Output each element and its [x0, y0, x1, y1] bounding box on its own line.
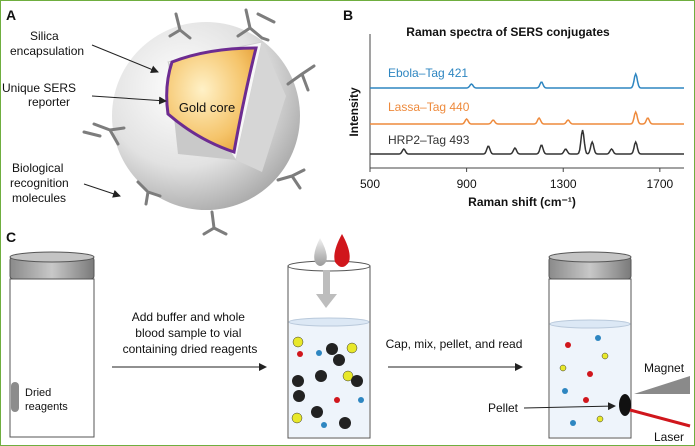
- particle-yellow: [346, 342, 358, 354]
- magnet-icon: [634, 376, 690, 394]
- spectrum-line: [370, 110, 684, 125]
- particle-red: [334, 397, 340, 403]
- particle-blue: [316, 350, 322, 356]
- spectra-lines: [370, 71, 684, 155]
- vial-body: [9, 278, 95, 438]
- vial-rim: [287, 260, 371, 272]
- series-label: Ebola–Tag 421: [388, 66, 468, 80]
- step2-text: Cap, mix, pellet, and read: [386, 337, 523, 351]
- pellet-arrow: [523, 402, 616, 411]
- pellet: [619, 394, 631, 416]
- vial-empty: Dried reagents: [9, 251, 95, 438]
- particles: [559, 335, 609, 426]
- x-axis-label: Raman shift (cm⁻¹): [468, 195, 576, 209]
- gold-core-label: Gold core: [179, 100, 235, 115]
- particle-blue: [570, 420, 576, 426]
- antibody: [276, 168, 306, 190]
- particle-red: [587, 371, 593, 377]
- x-ticks: 500 900 1300 1700: [360, 168, 674, 191]
- x-tick-label: 500: [360, 177, 380, 191]
- vial-cap-top: [548, 251, 632, 263]
- spectrum-line: [370, 129, 684, 155]
- antibody: [92, 122, 126, 146]
- particle-blue: [562, 388, 568, 394]
- particle-blue: [321, 422, 327, 428]
- antibody: [236, 8, 270, 42]
- particle-blue: [595, 335, 601, 341]
- cutaway-side: [236, 42, 286, 172]
- bio-arrow: [83, 183, 121, 198]
- particle-red: [583, 397, 589, 403]
- reporter-label: Unique SERS reporter: [2, 81, 79, 109]
- liquid-surface: [549, 319, 631, 329]
- panel-c: C Dried reagents Add buffer and whole bl…: [6, 229, 691, 444]
- dried-reagent-spot: [11, 382, 19, 412]
- series-label: HRP2–Tag 493: [388, 133, 470, 147]
- particle-black: [333, 354, 345, 366]
- antibody: [256, 12, 276, 24]
- particle-yellow: [292, 336, 304, 348]
- particle-blue: [358, 397, 364, 403]
- dried-reagents-label: Dried reagents: [25, 387, 68, 413]
- blood-drop-icon: [334, 234, 350, 267]
- chart-title: Raman spectra of SERS conjugates: [406, 25, 610, 39]
- y-axis-label: Intensity: [347, 87, 361, 137]
- x-tick-label: 1300: [550, 177, 577, 191]
- particle-yellow: [596, 415, 604, 423]
- antibody: [202, 210, 228, 236]
- silica-arrow: [91, 44, 159, 74]
- magnet-label: Magnet: [644, 361, 685, 375]
- laser-beam: [629, 408, 691, 428]
- buffer-drop-icon: [314, 238, 327, 266]
- vial-capped: [548, 251, 632, 439]
- pour-arrow-head: [316, 294, 337, 308]
- antibody: [286, 64, 316, 92]
- panel-c-letter: C: [6, 229, 16, 245]
- particle-yellow: [601, 352, 609, 360]
- gold-core: [165, 46, 258, 154]
- panel-b-letter: B: [343, 7, 353, 23]
- vial-with-sample: [287, 234, 371, 439]
- antibody: [168, 12, 192, 40]
- particles: [291, 336, 364, 429]
- liquid-surface: [288, 317, 370, 327]
- spectrum-line: [370, 71, 684, 89]
- vial-liquid: [550, 324, 630, 437]
- pour-arrow-shaft: [323, 270, 330, 296]
- pellet-label: Pellet: [488, 401, 519, 415]
- particle-black: [315, 370, 327, 382]
- particle-red: [565, 342, 571, 348]
- particle-black: [293, 390, 305, 402]
- series-label: Lassa–Tag 440: [388, 100, 470, 114]
- step1-text: Add buffer and whole blood sample to via…: [123, 310, 258, 356]
- antibody: [82, 130, 102, 138]
- x-tick-label: 900: [457, 177, 477, 191]
- panel-b: B Raman spectra of SERS conjugates Inten…: [343, 7, 684, 209]
- vial-cap-top: [9, 251, 95, 263]
- particle-black: [292, 375, 304, 387]
- panel-a: A Gold core Silica encapsulation: [2, 7, 316, 236]
- particle-yellow: [559, 364, 567, 372]
- x-tick-label: 1700: [646, 177, 673, 191]
- silica-label: Silica encapsulation: [10, 29, 84, 58]
- particle-yellow: [291, 412, 303, 424]
- panel-a-letter: A: [6, 7, 16, 23]
- particle-red: [297, 351, 303, 357]
- antibodies: [82, 8, 316, 236]
- particle-yellow: [342, 370, 354, 382]
- antibody: [136, 180, 162, 206]
- reporter-arrow: [91, 95, 167, 105]
- particle-black: [339, 417, 351, 429]
- bio-label: Biological recognition molecules: [10, 161, 72, 205]
- particle-black: [326, 343, 338, 355]
- particle-black: [351, 375, 363, 387]
- laser-label: Laser: [654, 430, 684, 444]
- particle-black: [311, 406, 323, 418]
